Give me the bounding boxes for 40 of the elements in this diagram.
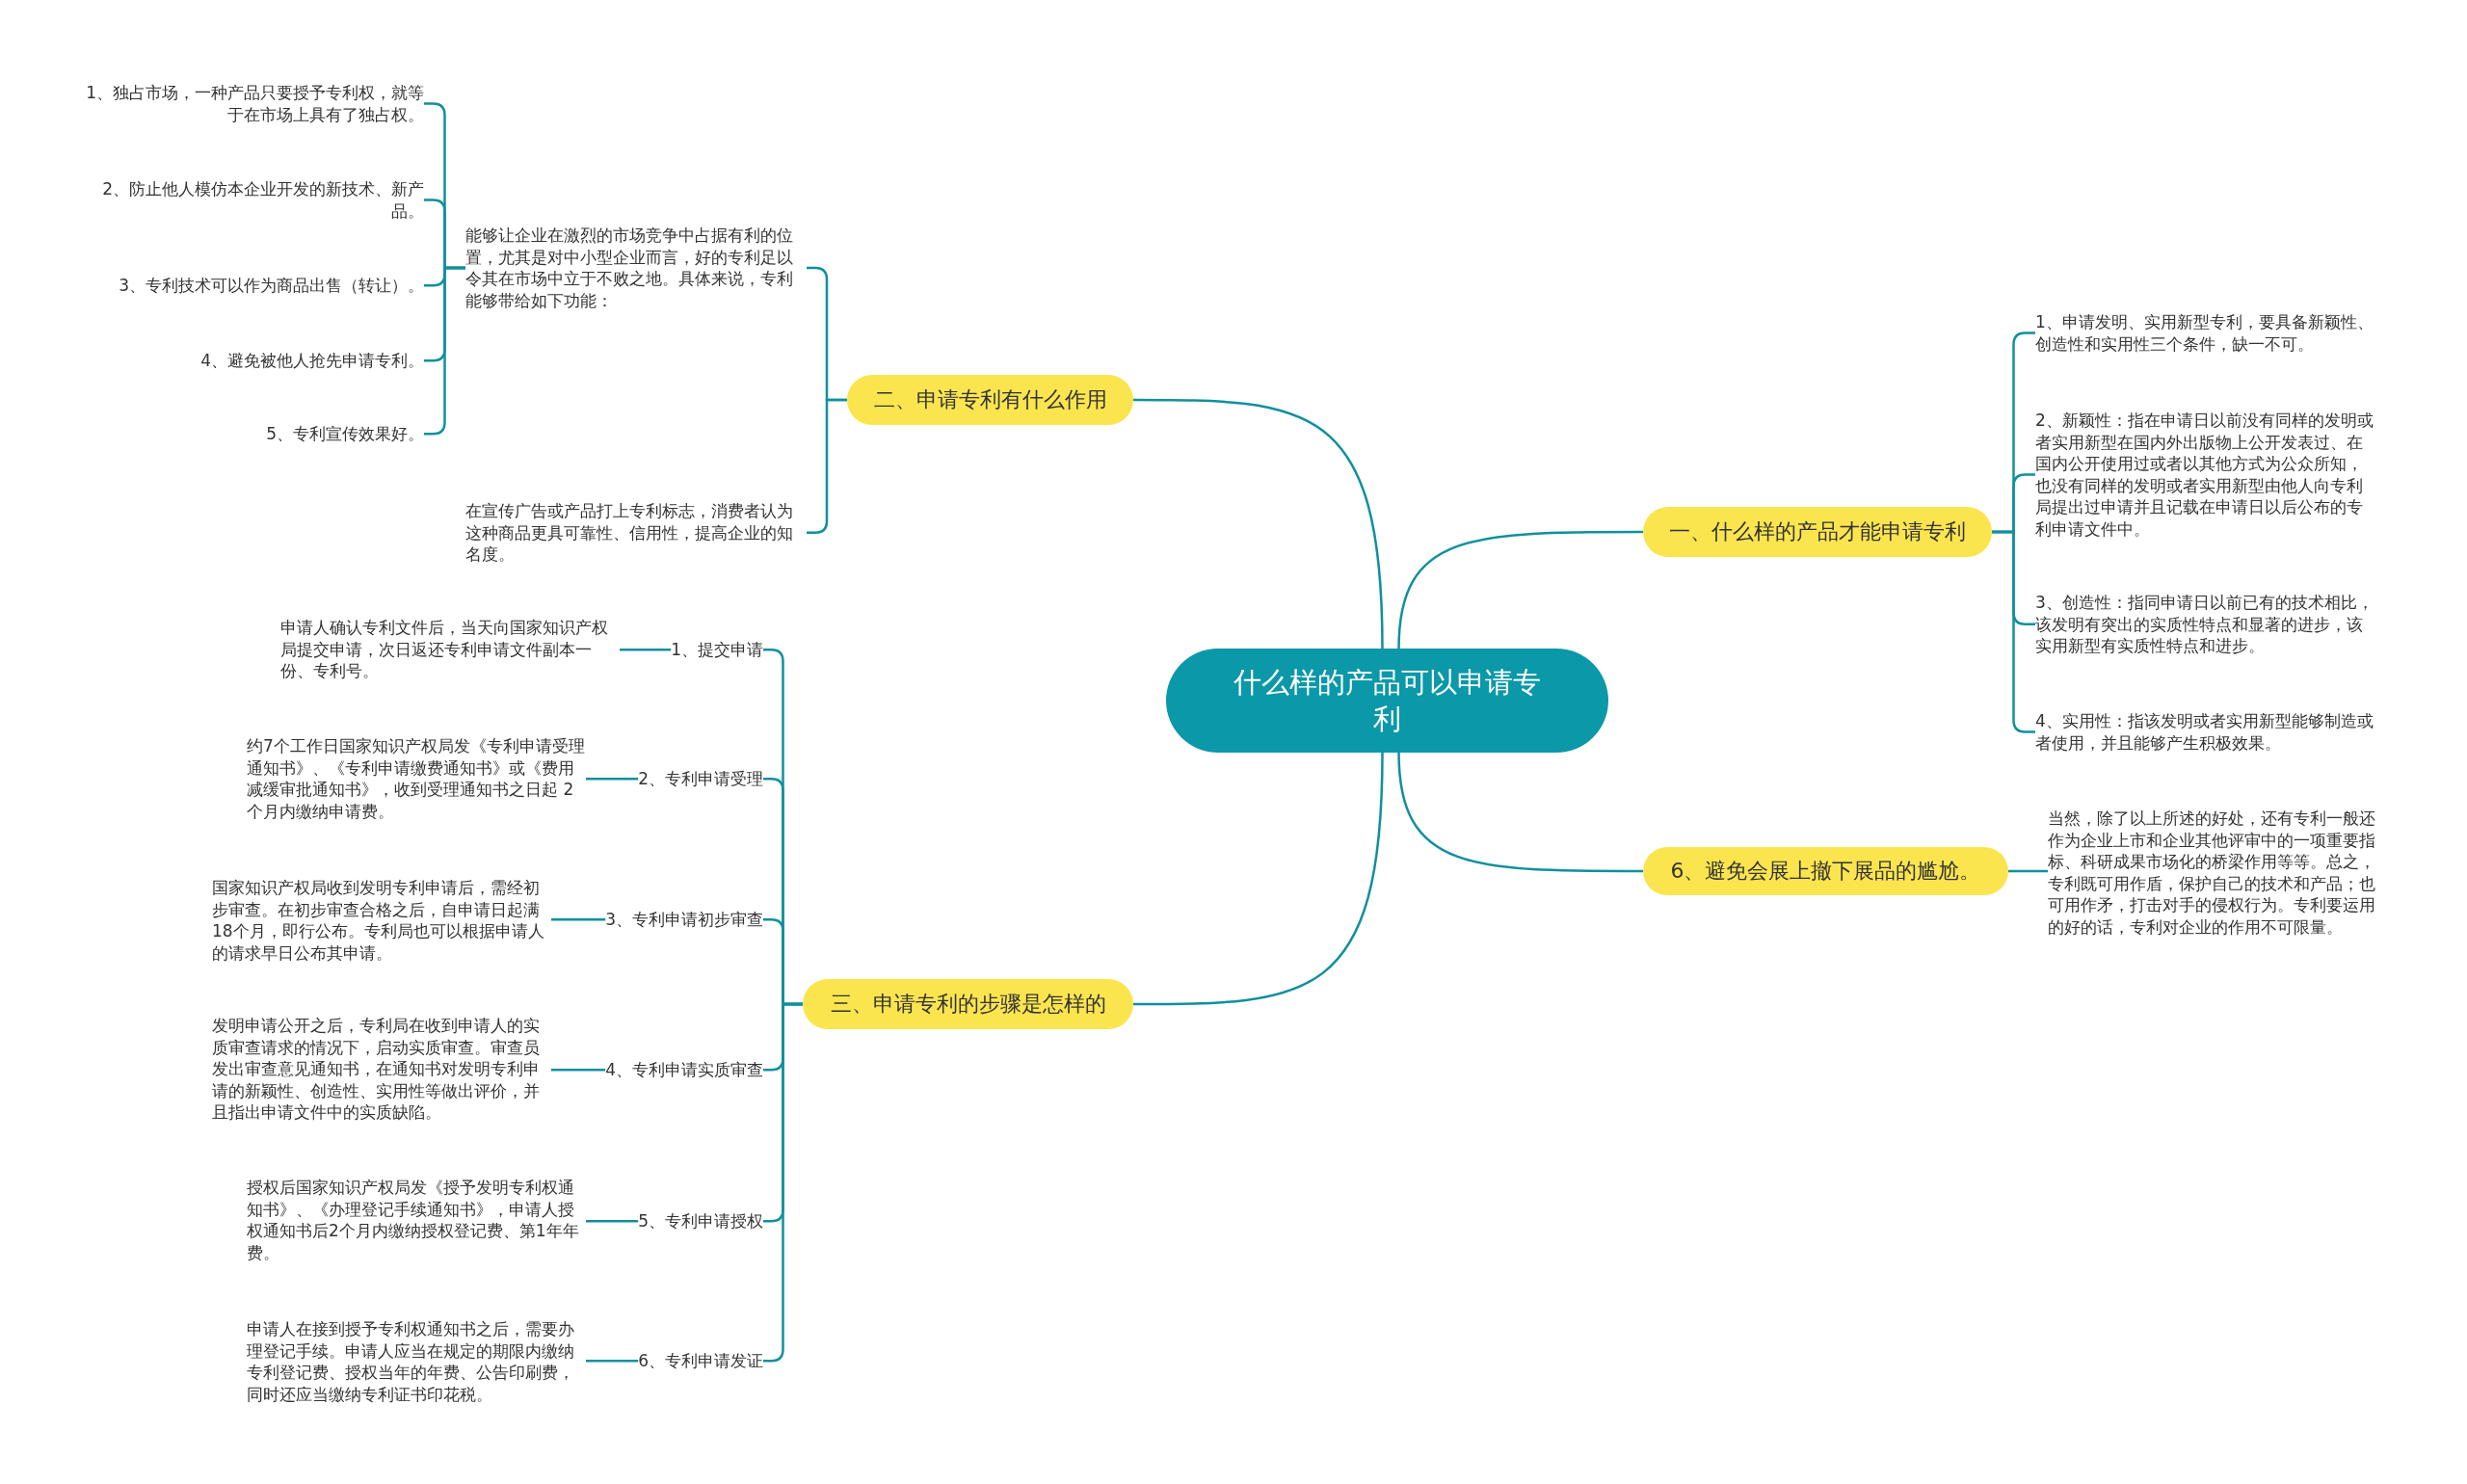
step-label: 1、提交申请 xyxy=(671,639,763,661)
connector xyxy=(586,1220,639,1223)
note-text: 5、专利宣传效果好。 xyxy=(266,423,424,445)
connector xyxy=(586,778,639,781)
connector xyxy=(551,1069,606,1072)
step-label: 6、专利申请发证 xyxy=(638,1350,763,1372)
note-text: 国家知识产权局收到发明专利申请后，需经初步审查。在初步审查合格之后，自申请日起满18个月，即行公布。专利局也可以根据申请人的请求早日公布其申请。 xyxy=(212,877,551,964)
topic-pill: 二、申请专利有什么作用 xyxy=(847,375,1133,425)
connector xyxy=(1133,752,1384,1006)
note-text: 3、创造性：指同申请日以前已有的技术相比，该发明有突出的实质性特点和显著的进步，该实用新型有实质性特点和进步。 xyxy=(2035,592,2376,657)
connector xyxy=(1133,398,1384,649)
topic-pill: 三、申请专利的步骤是怎样的 xyxy=(803,979,1133,1029)
connector xyxy=(586,1360,639,1363)
note-text: 申请人确认专利文件后，当天向国家知识产权局提交申请，次日返还专利申请文件副本一份、专利号。 xyxy=(280,617,620,682)
note-text: 1、独占市场，一种产品只要授予专利权，就等于在市场上具有了独占权。 xyxy=(81,82,424,125)
central-topic: 什么样的产品可以申请专利 xyxy=(1166,649,1608,753)
note-text: 4、实用性：指该发明或者实用新型能够制造或者使用，并且能够产生积极效果。 xyxy=(2035,710,2376,754)
note-text: 当然，除了以上所述的好处，还有专利一般还作为企业上市和企业其他评审中的一项重要指标、科研成果市场化的桥梁作用等等。总之，专利既可用作盾，保护自己的技术和产品；也可用作矛，打击对手的侵权行为。专利要运用的好的话，专利对企业的作用不可限量。 xyxy=(2048,808,2389,938)
step-label: 2、专利申请受理 xyxy=(638,768,763,790)
note-text: 3、专利技术可以作为商品出售（转让）。 xyxy=(119,275,424,297)
step-label: 4、专利申请实质审查 xyxy=(605,1059,763,1081)
connector xyxy=(1397,752,1643,873)
note-text: 2、新颖性：指在申请日以前没有同样的发明或者实用新型在国内外出版物上公开发表过、在国内公开使用过或者以其他方式为公众所知，也没有同样的发明或者实用新型由他人向专利局提出过申请并且记载在申请日以后公布的专利申请文件中。 xyxy=(2035,410,2376,540)
connector xyxy=(2008,869,2048,873)
step-label: 3、专利申请初步审查 xyxy=(605,909,763,931)
topic-pill: 6、避免会展上撤下展品的尴尬。 xyxy=(1643,847,2008,895)
note-text: 约7个工作日国家知识产权局发《专利申请受理通知书》、《专利申请缴费通知书》或《费用减缓审批通知书》，收到受理通知书之日起 2 个月内缴纳申请费。 xyxy=(247,735,586,822)
note-text: 发明申请公开之后，专利局在收到申请人的实质审查请求的情况下，启动实质审查。审查员发出审查意见通知书，在通知书对发明专利申请的新颖性、创造性、实用性等做出评价，并且指出申请文件中的实质缺陷。 xyxy=(212,1015,551,1124)
step-label: 5、专利申请授权 xyxy=(638,1210,763,1232)
connector xyxy=(551,918,606,921)
connector xyxy=(1397,530,1643,649)
note-text: 申请人在接到授予专利权通知书之后，需要办理登记手续。申请人应当在规定的期限内缴纳专利登记费、授权当年的年费、公告印刷费，同时还应当缴纳专利证书印花税。 xyxy=(247,1318,586,1405)
topic-pill: 一、什么样的产品才能申请专利 xyxy=(1643,507,1992,557)
note-text: 授权后国家知识产权局发《授予发明专利权通知书》、《办理登记手续通知书》，申请人授权通知书后2个月内缴纳授权登记费、第1年年费。 xyxy=(247,1177,586,1263)
note-text: 4、避免被他人抢先申请专利。 xyxy=(200,350,424,372)
note-text: 2、防止他人模仿本企业开发的新技术、新产品。 xyxy=(81,178,424,222)
note-text: 1、申请发明、实用新型专利，要具备新颖性、创造性和实用性三个条件，缺一不可。 xyxy=(2035,311,2376,355)
note-text: 在宣传广告或产品打上专利标志，消费者认为这种商品更具可靠性、信用性，提高企业的知名度。 xyxy=(465,500,807,566)
connector xyxy=(620,649,672,651)
note-text: 能够让企业在激烈的市场竞争中占据有利的位置，尤其是对中小型企业而言，好的专利足以令其在市场中立于不败之地。具体来说，专利能够带给如下功能： xyxy=(465,225,807,311)
